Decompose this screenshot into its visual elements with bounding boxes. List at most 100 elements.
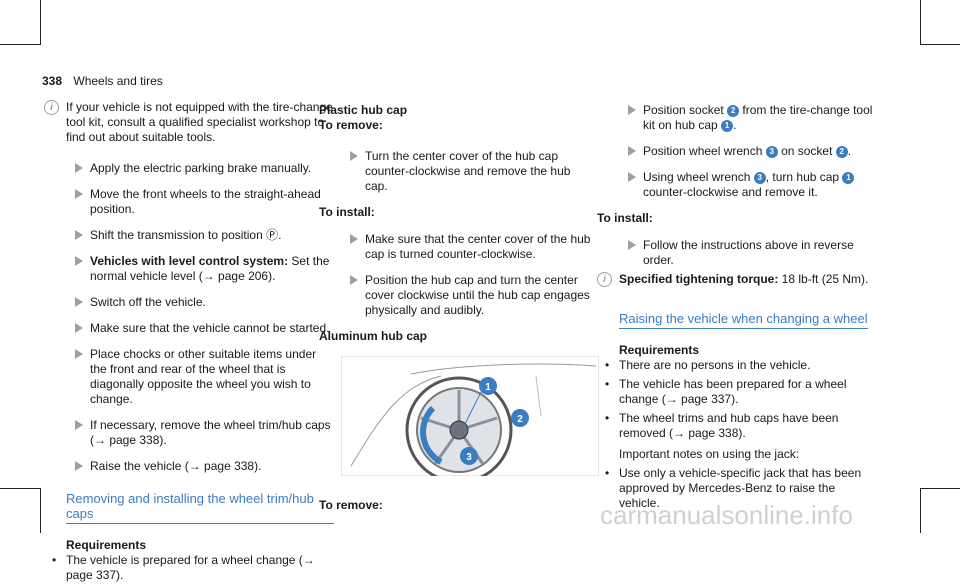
arrow-bullet-icon bbox=[75, 189, 83, 199]
step-row: Place chocks or other suitable items und… bbox=[44, 347, 334, 407]
note-text: If your vehicle is not equipped with the… bbox=[66, 100, 333, 144]
notes-intro: Important notes on using the jack: bbox=[619, 447, 800, 461]
arrow-bullet-icon bbox=[350, 234, 358, 244]
step-text: . bbox=[847, 144, 852, 158]
step-row: Position wheel wrench 3 on socket 2. bbox=[597, 144, 877, 159]
requirement-text: The vehicle has been prepared for a whee… bbox=[619, 377, 847, 406]
arrow-bullet-icon bbox=[75, 349, 83, 359]
car-body-line bbox=[350, 375, 442, 467]
step-text: Make sure that the center cover of the h… bbox=[365, 232, 591, 261]
step-text: Apply the electric parking brake manuall… bbox=[90, 161, 312, 175]
callout-3: 3 bbox=[466, 452, 472, 463]
arrow-bullet-icon bbox=[350, 151, 358, 161]
step-text: Move the front wheels to the straight-ah… bbox=[90, 187, 321, 216]
requirement-text: The wheel trims and hub caps have been r… bbox=[619, 411, 839, 440]
crop-mark bbox=[920, 488, 960, 489]
step-text: If necessary, remove the wheel trim/hub … bbox=[90, 418, 331, 447]
callout-1: 1 bbox=[485, 382, 491, 393]
note-text: Use only a vehicle-specific jack that ha… bbox=[619, 466, 862, 510]
requirement-item: •The vehicle is prepared for a wheel cha… bbox=[52, 553, 315, 582]
to-remove-heading-2: To remove: bbox=[319, 498, 383, 512]
requirement-item: •There are no persons in the vehicle. bbox=[605, 358, 811, 372]
crop-mark bbox=[0, 488, 40, 489]
requirements-heading: Requirements bbox=[66, 538, 147, 552]
crop-mark bbox=[920, 44, 960, 45]
car-body-line bbox=[535, 375, 542, 417]
torque-label: Specified tightening torque: bbox=[619, 272, 779, 286]
step-text: Make sure that the vehicle cannot be sta… bbox=[90, 321, 330, 335]
crop-mark bbox=[0, 44, 40, 45]
watermark: carmanualsonline.info bbox=[600, 500, 853, 530]
requirement-text: There are no persons in the vehicle. bbox=[619, 358, 811, 372]
arrow-bullet-icon bbox=[75, 230, 83, 240]
section-heading-raising-vehicle: Raising the vehicle when changing a whee… bbox=[619, 311, 868, 329]
step-row: Raise the vehicle (→ page 338). bbox=[44, 459, 334, 474]
step-text: Position socket bbox=[643, 103, 728, 117]
section-heading-wheel-trim: Removing and installing the wheel trim/h… bbox=[66, 491, 334, 524]
crop-mark bbox=[40, 0, 41, 45]
to-install-heading-2: To install: bbox=[597, 211, 653, 225]
step-text: Place chocks or other suitable items und… bbox=[90, 347, 317, 406]
callout-badge-2: 2 bbox=[835, 145, 848, 158]
callout-badge-1: 1 bbox=[842, 171, 855, 184]
step-row: Position socket 2 from the tire-change t… bbox=[597, 103, 877, 133]
chapter-title: Wheels and tires bbox=[73, 74, 163, 88]
info-icon: i bbox=[44, 100, 59, 115]
crop-mark bbox=[920, 488, 921, 533]
step-row: Follow the instructions above in reverse… bbox=[597, 238, 877, 268]
step-text: Set the normal vehicle level (→ page 206… bbox=[90, 254, 330, 283]
step-row: Using wheel wrench 3, turn hub cap 1 cou… bbox=[597, 170, 877, 200]
step-row: Vehicles with level control system: Set … bbox=[44, 254, 334, 284]
step-text: Position wheel wrench bbox=[643, 144, 766, 158]
step-text: Turn the center cover of the hub cap cou… bbox=[365, 149, 571, 193]
step-row: Switch off the vehicle. bbox=[44, 295, 334, 310]
step-text: from the tire-change tool kit on hub cap bbox=[643, 103, 873, 132]
step-text: on socket bbox=[777, 144, 836, 158]
torque-note: i Specified tightening torque: 18 lb-ft … bbox=[597, 272, 877, 287]
aluminum-hub-cap-heading: Aluminum hub cap bbox=[319, 329, 427, 343]
to-remove-heading: To remove: bbox=[319, 118, 383, 132]
arrow-bullet-icon bbox=[628, 172, 636, 182]
step-row: Make sure that the center cover of the h… bbox=[319, 232, 594, 262]
step-text: Raise the vehicle (→ page 338). bbox=[90, 459, 262, 473]
step-row: Move the front wheels to the straight-ah… bbox=[44, 187, 334, 217]
running-header: 338 Wheels and tires bbox=[42, 74, 163, 88]
step-row: Position the hub cap and turn the center… bbox=[319, 273, 594, 318]
arrow-bullet-icon bbox=[628, 240, 636, 250]
car-body-line bbox=[410, 363, 597, 375]
plastic-hub-cap-heading: Plastic hub cap bbox=[319, 103, 408, 117]
arrow-bullet-icon bbox=[75, 420, 83, 430]
callout-2: 2 bbox=[517, 414, 523, 425]
step-text: Switch off the vehicle. bbox=[90, 295, 206, 309]
arrow-bullet-icon bbox=[75, 297, 83, 307]
column-left: i If your vehicle is not equipped with t… bbox=[44, 100, 334, 587]
step-row: Apply the electric parking brake manuall… bbox=[44, 161, 334, 176]
page-number: 338 bbox=[42, 74, 63, 88]
torque-value: 18 lb-ft (25 Nm). bbox=[781, 272, 869, 286]
note-item: •Use only a vehicle-specific jack that h… bbox=[605, 466, 862, 510]
to-install-heading: To install: bbox=[319, 205, 375, 219]
requirement-item: •The vehicle has been prepared for a whe… bbox=[605, 377, 847, 406]
crop-mark bbox=[40, 488, 41, 533]
step-text: Position the hub cap and turn the center… bbox=[365, 273, 590, 317]
step-row: If necessary, remove the wheel trim/hub … bbox=[44, 418, 334, 448]
callout-badge-2: 2 bbox=[727, 104, 740, 117]
rotation-arrow bbox=[420, 405, 443, 465]
tire bbox=[405, 376, 513, 476]
arrow-bullet-icon bbox=[628, 146, 636, 156]
note-row: i If your vehicle is not equipped with t… bbox=[44, 100, 334, 145]
step-text: . bbox=[733, 118, 737, 132]
arrow-bullet-icon bbox=[75, 323, 83, 333]
step-text: Using wheel wrench bbox=[643, 170, 754, 184]
crop-mark bbox=[920, 0, 921, 45]
arrow-bullet-icon bbox=[75, 461, 83, 471]
column-middle: Plastic hub cap To remove: Turn the cent… bbox=[319, 103, 599, 513]
arrow-bullet-icon bbox=[350, 275, 358, 285]
step-text: Follow the instructions above in reverse… bbox=[643, 238, 854, 267]
hub-cap bbox=[449, 420, 469, 440]
callout-badge-3: 3 bbox=[753, 171, 766, 184]
level-label: Vehicles with level control system: bbox=[90, 254, 289, 268]
requirements-heading: Requirements bbox=[619, 343, 700, 357]
callout-badge-1: 1 bbox=[721, 119, 734, 132]
step-row: Turn the center cover of the hub cap cou… bbox=[319, 149, 594, 194]
